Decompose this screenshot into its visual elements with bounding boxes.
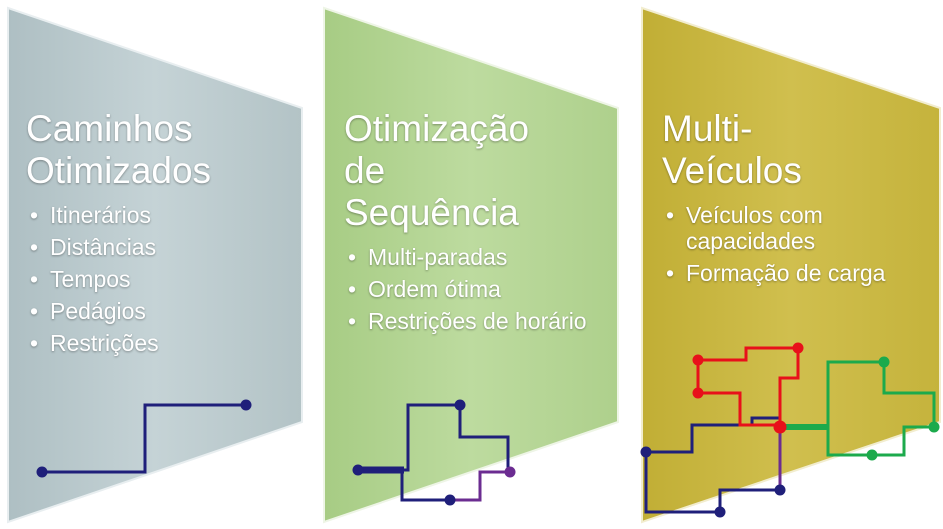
panel-1-background: [7, 6, 303, 524]
bullet-pedagios: Pedágios: [26, 298, 296, 324]
bullet-distancias: Distâncias: [26, 234, 296, 260]
bullet-veiculos-capacidades: Veículos com capacidades: [662, 202, 937, 254]
route-icon-sequence: [352, 399, 516, 506]
bullet-formacao-carga: Formação de carga: [662, 260, 937, 286]
panel-caminhos-otimizados: Caminhos Otimizados Itinerários Distânci…: [6, 0, 306, 529]
panel-otimizacao-sequencia: Otimização de Sequência Multi-paradas Or…: [322, 0, 622, 529]
panel-2-content: Otimização de Sequência Multi-paradas Or…: [344, 108, 614, 340]
panel-3-bullets: Veículos com capacidades Formação de car…: [662, 202, 937, 286]
panel-1-bullets: Itinerários Distâncias Tempos Pedágios R…: [26, 202, 296, 356]
panel-2-title: Otimização de Sequência: [344, 108, 530, 233]
route-icon-single: [36, 399, 252, 478]
route-icon-multi-vehicle: [640, 342, 940, 518]
bullet-tempos: Tempos: [26, 266, 296, 292]
panel-1-content: Caminhos Otimizados Itinerários Distânci…: [26, 108, 296, 362]
bullet-itinerarios: Itinerários: [26, 202, 296, 228]
panel-multi-veiculos: Multi- Veículos Veículos com capacidades…: [640, 0, 943, 529]
bullet-multi-paradas: Multi-paradas: [344, 244, 614, 270]
panel-1-title: Caminhos Otimizados: [26, 108, 212, 191]
bullet-restricoes: Restrições: [26, 330, 296, 356]
panel-2-bullets: Multi-paradas Ordem ótima Restrições de …: [344, 244, 614, 334]
bullet-ordem-otima: Ordem ótima: [344, 276, 614, 302]
panel-3-content: Multi- Veículos Veículos com capacidades…: [662, 108, 937, 292]
panel-3-title: Multi- Veículos: [662, 108, 802, 191]
bullet-restricoes-horario: Restrições de horário: [344, 308, 614, 334]
